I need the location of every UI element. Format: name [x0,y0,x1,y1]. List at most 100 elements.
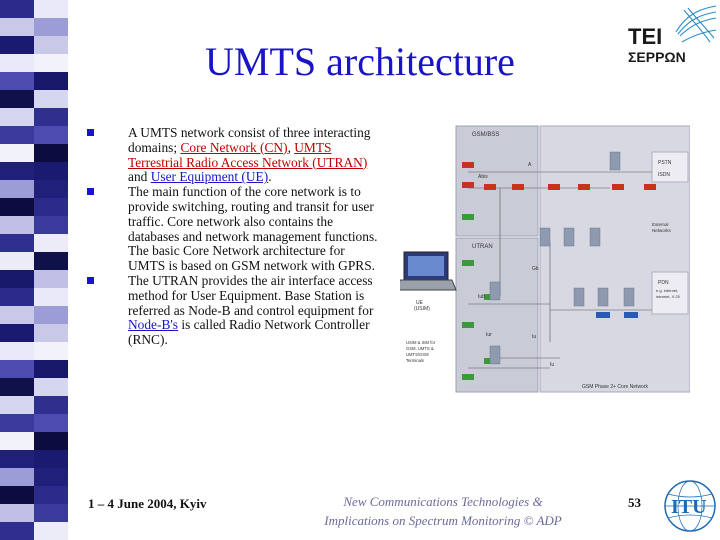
stripe-block [34,18,68,36]
bullet-square-icon [87,129,94,136]
stripe-block [0,144,34,162]
svg-text:Iu: Iu [550,362,554,368]
stripe-block [34,180,68,198]
stripe-block [0,486,34,504]
stripe-block [34,198,68,216]
page-number: 53 [628,495,641,510]
svg-text:ITU: ITU [671,496,707,518]
stripe-block [0,522,34,540]
stripe-block [0,252,34,270]
stripe-block [34,378,68,396]
footer-line-2: Implications on Spectrum Monitoring © AD… [324,513,562,528]
stripe-block [0,342,34,360]
stripe-block [0,108,34,126]
svg-text:ΣΕΡΡΩΝ: ΣΕΡΡΩΝ [628,49,686,65]
stripe-block [34,234,68,252]
bullet-link[interactable]: Core Network (CN) [180,139,288,155]
stripe-block [34,288,68,306]
bullet-link[interactable]: User Equipment (UE) [150,169,269,185]
core-network-label: GSM Phase 2+ Core Network [582,384,648,390]
ue-label: UE [416,300,424,306]
bullet-link[interactable]: UMTS Terrestrial Radio Access Network (U… [128,139,368,170]
stripe-block [0,504,34,522]
utran-label: UTRAN [472,244,493,250]
stripe-block [34,36,68,54]
stripe-block [34,360,68,378]
bullet-square-icon [87,276,94,284]
gsm-bss-label: GSM/BSS [472,132,499,138]
laptop-ue-icon [397,251,457,291]
isdn-label: ISDN [658,172,670,178]
stripe-block [0,414,34,432]
bullet-text: The UTRAN provides the air interface acc… [128,272,374,318]
bullet-text: is called Radio Network Controller (RNC)… [128,317,370,348]
stripe-block [0,36,34,54]
bullet-text: and [128,169,151,185]
svg-text:GSM, UMTS &: GSM, UMTS & [406,346,434,351]
bullet-text: , [287,139,295,155]
stripe-block [0,468,34,486]
svg-text:Iub: Iub [478,294,485,300]
decorative-stripe [0,0,68,540]
footer-line-1: New Communications Technologies & [343,494,543,509]
stripe-block [0,0,34,18]
bullet-item: The UTRAN provides the air interface acc… [84,272,384,348]
svg-text:Iur: Iur [486,332,492,338]
stripe-block [0,18,34,36]
tei-serron-logo: TEI ΣΕΡΡΩΝ [626,2,718,70]
external-networks-label: External [652,222,669,227]
stripe-block [34,486,68,504]
stripe-block [0,396,34,414]
svg-text:e.g. internet,: e.g. internet, [656,288,678,293]
svg-text:Iu: Iu [532,334,536,340]
svg-text:A: A [528,162,532,168]
itu-logo: ITU [662,478,718,534]
stripe-block [34,162,68,180]
stripe-block [34,72,68,90]
stripe-block [34,144,68,162]
footer-conference: New Communications Technologies & Implic… [298,492,588,530]
stripe-block [0,54,34,72]
pdn-label: PDN [658,280,669,286]
svg-text:Terminals: Terminals [406,358,424,363]
stripe-block [34,450,68,468]
stripe-block [34,432,68,450]
stripe-block [34,54,68,72]
stripe-block [0,306,34,324]
stripe-block [34,396,68,414]
stripe-block [34,522,68,540]
stripe-block [0,432,34,450]
stripe-block [0,198,34,216]
stripe-block [0,450,34,468]
footer-date: 1 – 4 June 2004, Kyiv [88,496,207,511]
stripe-block [0,324,34,342]
stripe-block [0,126,34,144]
terminal-note: USIM & SIM for [406,340,436,345]
stripe-block [0,90,34,108]
slide-title: UMTS architecture [205,39,515,84]
bullet-text: The main function of the core network is… [128,184,378,274]
svg-text:Networks: Networks [652,228,672,233]
svg-text:(USIM): (USIM) [414,306,430,312]
svg-text:Abis: Abis [478,174,488,180]
bullet-text: A UMTS network consist of three interact… [128,125,371,155]
stripe-block [34,90,68,108]
stripe-block [0,216,34,234]
bullet-link[interactable]: Node-B's [128,317,179,333]
stripe-block [34,504,68,522]
svg-text:Gb: Gb [532,266,539,272]
stripe-block [34,306,68,324]
bullet-item: A UMTS network consist of three interact… [84,125,384,185]
bullet-text: . [268,169,272,185]
stripe-block [0,72,34,90]
stripe-block [0,288,34,306]
umts-architecture-diagram: GSM/BSS UTRAN GSM Phase 2+ Core Network … [397,122,691,396]
svg-text:intranet, X.25: intranet, X.25 [656,294,681,299]
svg-text:TEI: TEI [628,24,662,49]
stripe-block [34,468,68,486]
bullet-item: The main function of the core network is… [84,184,384,274]
stripe-block [0,378,34,396]
stripe-block [0,162,34,180]
pstn-label: PSTN [658,160,672,166]
stripe-block [0,270,34,288]
